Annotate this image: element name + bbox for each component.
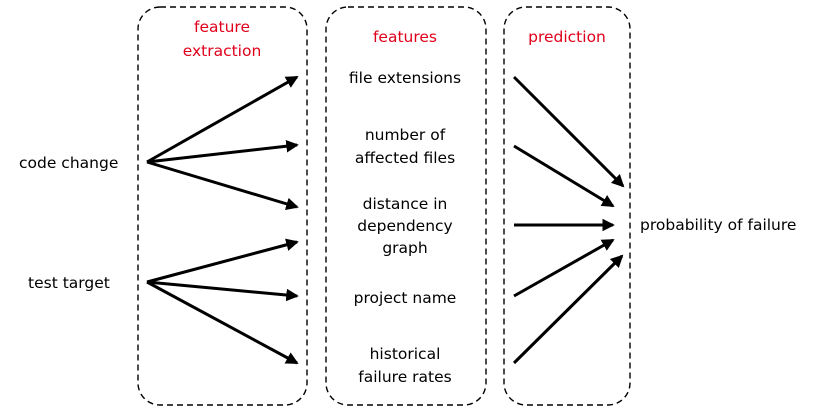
- input-test-target: test target: [28, 274, 110, 292]
- feature-distance-line3: graph: [382, 239, 427, 257]
- feature-affected-files-line2: affected files: [355, 149, 455, 167]
- features-title: features: [373, 28, 437, 46]
- feature-historical-line1: historical: [370, 345, 441, 363]
- input-code-change: code change: [19, 154, 118, 172]
- arrow-test-target-to-distance: [146, 238, 299, 284]
- arrow-prediction-from-file-extensions: [512, 75, 625, 188]
- arrow-code-change-to-distance: [146, 160, 299, 210]
- feature-affected-files-line1: number of: [365, 126, 446, 144]
- feature-distance-line1: distance in: [363, 195, 448, 213]
- feature-extraction-title-line1: feature: [194, 18, 250, 36]
- feature-extraction-panel: [137, 6, 308, 406]
- arrow-prediction-from-project-name: [513, 238, 615, 298]
- prediction-panel: [503, 6, 631, 406]
- feature-historical-line2: failure rates: [358, 368, 451, 386]
- arrow-test-target-to-project-name: [146, 280, 299, 302]
- arrow-prediction-from-historical: [512, 254, 624, 365]
- arrow-prediction-from-affected-files: [513, 144, 615, 208]
- feature-file-extensions: file extensions: [349, 69, 461, 87]
- output-probability-of-failure: probability of failure: [640, 216, 796, 234]
- arrow-code-change-to-affected-files: [146, 139, 299, 164]
- feature-distance-line2: dependency: [357, 217, 452, 235]
- arrow-code-change-to-file-extensions: [146, 75, 299, 164]
- arrow-test-target-to-historical: [146, 280, 299, 365]
- feature-project-name: project name: [354, 289, 457, 307]
- prediction-title: prediction: [528, 28, 606, 46]
- feature-extraction-title-line2: extraction: [183, 42, 262, 60]
